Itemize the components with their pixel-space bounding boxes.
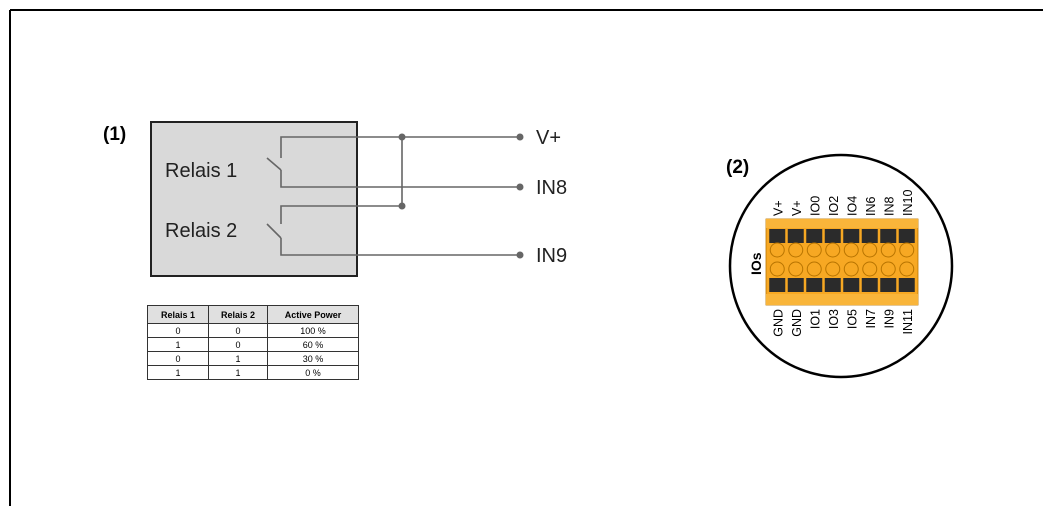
table-cell: 60 % [267,337,359,352]
table-cell: 0 % [267,365,359,380]
truth-table-header: Active Power [267,305,359,324]
relay-box [150,121,358,277]
bottom-pin-label: IO1 [808,309,822,329]
bottom-pin-label: IO5 [845,309,859,329]
relay-1-upper-wire [280,136,520,158]
pin-slot-top [824,229,841,243]
top-pin-label: IO0 [808,196,822,216]
truth-table-header-row: Relais 1 Relais 2 Active Power [147,305,359,324]
wiring [266,136,520,256]
relay-1-lower-wire [280,170,520,188]
pin-slot-bottom [787,278,804,292]
top-pin-label: IN6 [864,197,878,217]
top-pin-label: IO4 [845,196,859,216]
table-row: 1 1 0 % [147,365,359,380]
pin-slot-top [898,229,915,243]
pin-release-top [769,242,785,258]
relay-2-upper-wire [280,205,402,224]
pin-slot-top [806,229,823,243]
pin-slot-bottom [880,278,897,292]
pin-slot-top [769,229,786,243]
pin-release-top [899,242,915,258]
figure-label-1: (1) [103,124,126,145]
pin-release-bottom [899,261,915,277]
table-cell: 100 % [267,323,359,338]
io-connector [765,218,919,306]
pin-slot-bottom [824,278,841,292]
truth-table-header: Relais 1 [147,305,209,324]
top-pin-label: IN8 [882,197,896,217]
connector-bottom-strip [766,294,918,305]
terminal-label-vplus: V+ [536,127,561,149]
pin-release-bottom [788,261,804,277]
pin-slot-bottom [769,278,786,292]
pin-release-top [825,242,841,258]
table-row: 0 0 100 % [147,323,359,338]
pin-slot-bottom [843,278,860,292]
table-cell: 0 [147,351,209,366]
table-cell: 0 [208,337,268,352]
top-pin-label: IO2 [827,196,841,216]
table-cell: 0 [208,323,268,338]
pin-release-bottom [880,261,896,277]
pin-slot-bottom [898,278,915,292]
terminal-dot-in9 [516,251,524,259]
table-cell: 30 % [267,351,359,366]
pin-slot-top [880,229,897,243]
relay-1-label: Relais 1 [165,160,237,182]
pin-slot-bottom [861,278,878,292]
top-pin-label: V+ [771,200,785,216]
top-pin-label: V+ [790,200,804,216]
pin-release-bottom [769,261,785,277]
pin-release-top [862,242,878,258]
bottom-pin-labels: GND GND IO1 IO3 IO5 IN7 IN9 IN11 [771,309,915,337]
truth-table-header: Relais 2 [208,305,268,324]
top-pin-label: IN10 [901,190,915,216]
relay-1-switch [266,157,282,171]
terminal-label-in8: IN8 [536,177,567,199]
table-cell: 1 [147,337,209,352]
connector-top-strip [766,219,918,228]
connector-side-label: IOs [748,252,764,275]
pin-slot-bottom [806,278,823,292]
relay-2-label: Relais 2 [165,220,237,242]
top-pin-labels: V+ V+ IO0 IO2 IO4 IN6 IN8 IN10 [771,190,915,216]
pin-release-bottom [825,261,841,277]
bottom-pin-label: GND [771,309,785,337]
pin-release-top [788,242,804,258]
truth-table: Relais 1 Relais 2 Active Power 0 0 100 %… [147,305,359,380]
bottom-pin-label: IN7 [864,309,878,329]
table-cell: 1 [208,351,268,366]
table-cell: 1 [208,365,268,380]
pin-release-top [880,242,896,258]
pin-slot-top [861,229,878,243]
pin-release-top [843,242,859,258]
table-row: 0 1 30 % [147,351,359,366]
figure-label-2: (2) [726,157,749,178]
relay-2-switch [266,223,282,239]
table-row: 1 0 60 % [147,337,359,352]
pin-release-bottom [862,261,878,277]
pin-slot-top [843,229,860,243]
pin-slot-top [787,229,804,243]
bottom-pin-label: IO3 [827,309,841,329]
terminal-label-in9: IN9 [536,245,567,267]
bottom-pin-label: GND [790,309,804,337]
terminal-dot-vplus [516,133,524,141]
junction-dot-top [398,133,406,141]
junction-dot-bottom [398,202,406,210]
bottom-pin-label: IN11 [901,309,915,335]
pin-cells [769,229,915,292]
terminal-dot-in8 [516,183,524,191]
table-cell: 1 [147,365,209,380]
pin-release-bottom [806,261,822,277]
relay-2-lower-wire [280,238,520,256]
pin-release-top [806,242,822,258]
pin-release-bottom [843,261,859,277]
table-cell: 0 [147,323,209,338]
bottom-pin-label: IN9 [882,309,896,329]
